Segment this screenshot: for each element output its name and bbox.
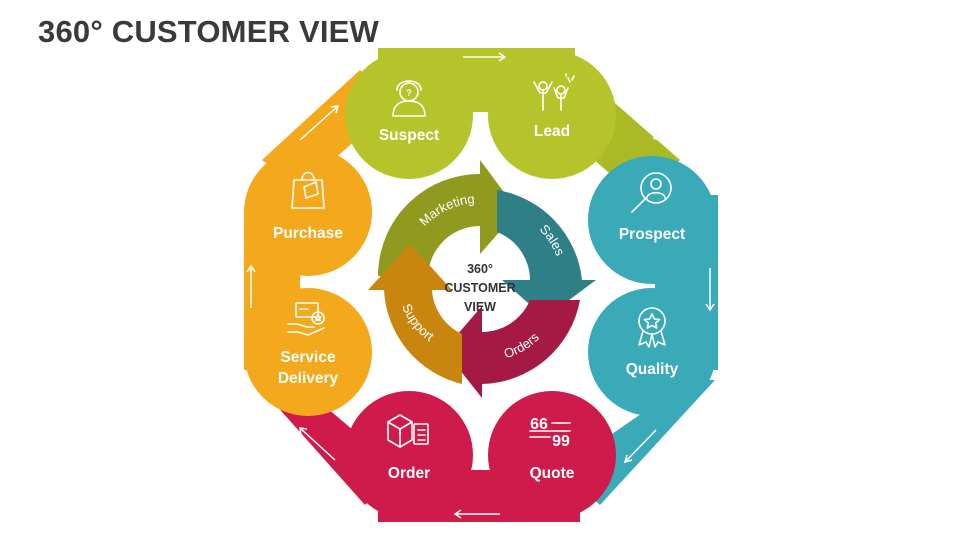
flow-arrow-top-left xyxy=(299,105,340,141)
cycle-sales: Sales xyxy=(497,190,596,318)
stage-quote: 66 99 Quote xyxy=(488,391,616,519)
hand-service-icon xyxy=(287,302,325,336)
magnifier-person-icon xyxy=(631,172,672,213)
award-badge-icon xyxy=(638,307,666,348)
cycle-arrow-orders xyxy=(444,300,580,398)
center-line1: 360° xyxy=(467,262,493,276)
flow-arrow-bottom xyxy=(453,509,500,519)
cycle-support: Support xyxy=(368,244,462,384)
stage-label: Prospect xyxy=(619,226,685,243)
center-line2: CUSTOMER xyxy=(444,281,515,295)
svg-text:?: ? xyxy=(406,88,412,98)
flow-arrow-top-right xyxy=(627,109,662,142)
stage-circle xyxy=(588,156,716,284)
stage-order: Order xyxy=(345,391,473,519)
stage-circle xyxy=(244,148,372,276)
quote-marks-icon: 66 99 xyxy=(529,416,571,450)
stage-circle xyxy=(244,288,372,416)
svg-text:99: 99 xyxy=(552,433,570,450)
stage-lead: Lead xyxy=(488,51,616,179)
stage-purchase: Purchase xyxy=(244,148,372,276)
stage-circle xyxy=(488,51,616,179)
stage-label: Quote xyxy=(530,465,575,482)
shopping-bag-icon xyxy=(291,171,325,209)
stage-label: Lead xyxy=(534,123,570,140)
stage-label: Purchase xyxy=(273,225,343,242)
stage-quality: Quality xyxy=(588,288,716,416)
stage-label: Suspect xyxy=(379,127,439,144)
stage-service-delivery: Service Delivery xyxy=(244,288,372,416)
celebrating-people-icon xyxy=(533,73,575,111)
stage-label: Quality xyxy=(626,361,679,378)
flow-arrow-bottom-left xyxy=(299,427,336,461)
cycle-arrow-support xyxy=(368,244,462,384)
stage-circle xyxy=(345,51,473,179)
stage-suspect: ? Suspect xyxy=(345,51,473,179)
package-checklist-icon xyxy=(387,414,429,448)
stage-label-line1: Service xyxy=(280,349,336,366)
flow-arrow-right xyxy=(705,268,715,312)
center-label: 360° CUSTOMER VIEW xyxy=(444,262,515,314)
cycle-orders: Orders xyxy=(444,300,580,398)
cycle-ring: Marketing Sales Orders Support xyxy=(368,160,596,398)
stage-label: Order xyxy=(388,465,430,482)
page-title: 360° CUSTOMER VIEW xyxy=(38,14,379,49)
stage-circle xyxy=(345,391,473,519)
person-question-icon: ? xyxy=(392,80,426,117)
stage-circle xyxy=(488,391,616,519)
flow-arrow-bottom-right xyxy=(623,429,657,464)
flow-arrow-left xyxy=(246,264,256,308)
flow-arrows xyxy=(246,52,715,519)
cycle-arrow-sales xyxy=(497,190,596,318)
stage-prospect: Prospect xyxy=(588,156,716,284)
center-line3: VIEW xyxy=(464,300,496,314)
stage-circle xyxy=(588,288,716,416)
stage-label-line2: Delivery xyxy=(278,370,339,387)
svg-text:66: 66 xyxy=(530,416,548,433)
flow-arrow-top xyxy=(463,52,507,62)
